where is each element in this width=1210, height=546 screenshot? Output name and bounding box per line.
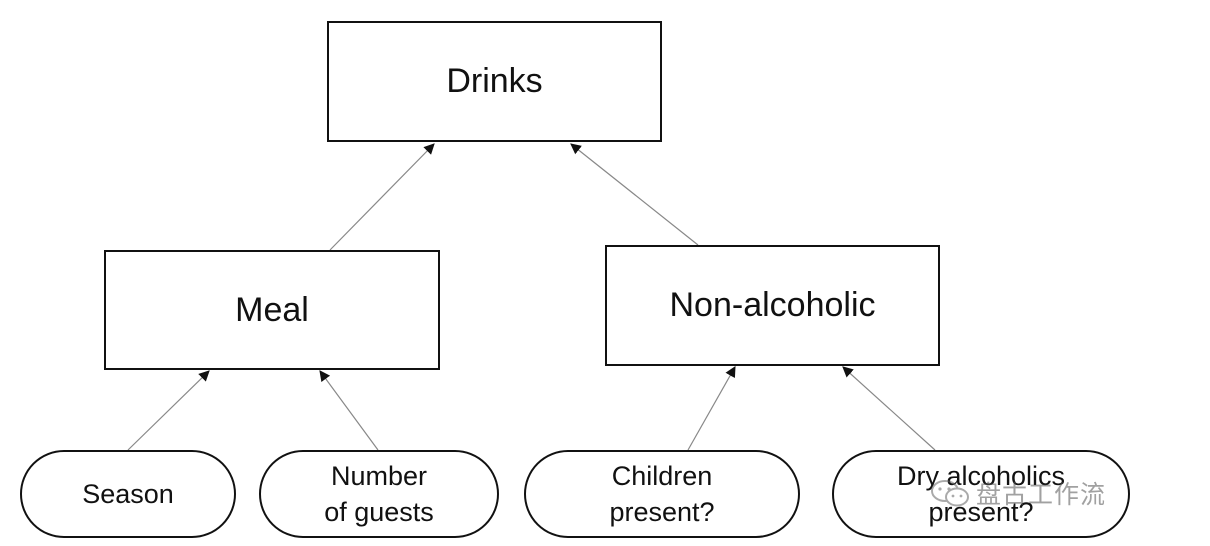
arrow-children-to-nonalcoholic bbox=[687, 366, 736, 451]
arrow-season-to-meal bbox=[127, 370, 210, 451]
watermark: 盘古工作流 bbox=[930, 476, 1106, 510]
arrow-meal-to-drinks bbox=[329, 143, 435, 251]
node-number-of-guests-label: Number of guests bbox=[324, 461, 434, 527]
node-children-present: Children present? bbox=[524, 450, 800, 538]
node-season-label: Season bbox=[82, 479, 174, 509]
arrow-nonalcoholic-to-drinks bbox=[570, 143, 699, 246]
arrow-guests-to-meal bbox=[319, 370, 379, 451]
watermark-text: 盘古工作流 bbox=[976, 480, 1107, 509]
wechat-icon bbox=[931, 480, 969, 507]
node-dry-alcoholics-present-label: Dry alcoholics present? bbox=[896, 461, 1066, 527]
node-drinks-label: Drinks bbox=[446, 62, 543, 100]
node-drinks: Drinks bbox=[327, 21, 662, 142]
node-children-present-label: Children present? bbox=[609, 461, 715, 527]
node-meal-label: Meal bbox=[235, 290, 309, 329]
node-non-alcoholic-label: Non-alcoholic bbox=[669, 286, 876, 324]
node-season: Season bbox=[20, 450, 236, 538]
arrow-dryalcoholics-to-nonalcoholic bbox=[842, 366, 936, 451]
node-meal: Meal bbox=[104, 250, 440, 370]
node-number-of-guests: Number of guests bbox=[259, 450, 499, 538]
node-dry-alcoholics-present: Dry alcoholics present? bbox=[832, 450, 1130, 538]
node-non-alcoholic: Non-alcoholic bbox=[605, 245, 940, 366]
